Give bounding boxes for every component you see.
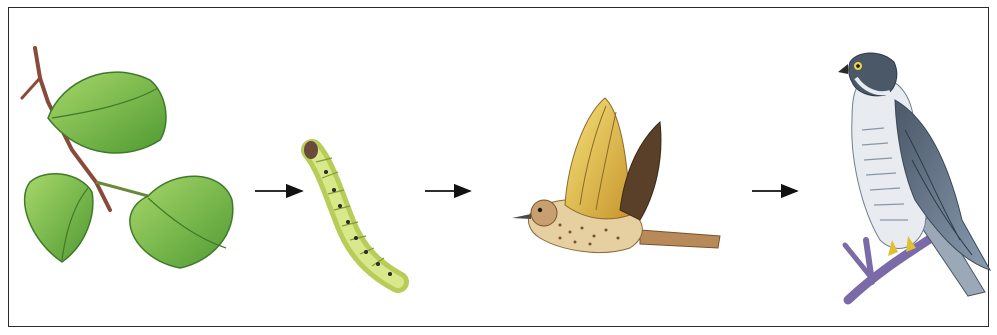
songbird-icon <box>512 98 720 253</box>
caterpillar-icon <box>304 141 398 282</box>
birch-leaves-icon <box>22 48 233 268</box>
hawk-icon <box>838 53 990 300</box>
